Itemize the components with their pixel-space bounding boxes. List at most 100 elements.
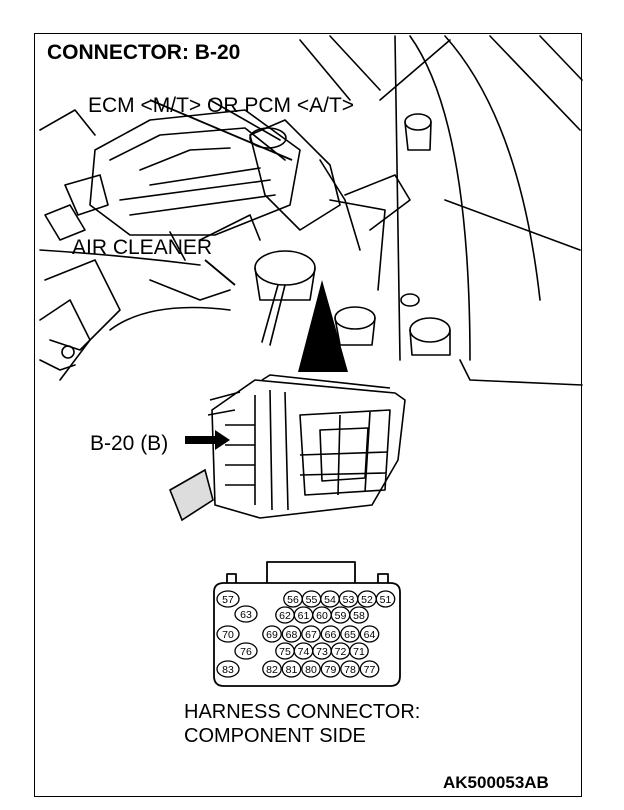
air-cleaner-leader-line: [204, 259, 236, 286]
pin-71: 71: [349, 642, 369, 660]
pin-circle: [281, 625, 302, 643]
pin-circle: [216, 625, 240, 643]
pin-circle: [359, 660, 380, 678]
pin-circle: [262, 660, 282, 678]
pin-number: 79: [325, 664, 337, 676]
pin-number: 71: [353, 646, 365, 658]
intake-pipe-drawing: [249, 119, 411, 291]
pin-68: 68: [281, 625, 302, 643]
pin-number: 61: [298, 610, 310, 622]
pin-number: 80: [305, 664, 317, 676]
pin-75: 75: [275, 642, 295, 660]
pin-number: 62: [279, 610, 291, 622]
pin-number: 59: [335, 610, 347, 622]
pin-circle: [301, 660, 321, 678]
reservoir-drawing: [254, 113, 451, 356]
pin-55: 55: [301, 590, 322, 608]
pin-circle: [234, 642, 258, 660]
connector-ref-label: B-20 (B): [90, 432, 169, 455]
pin-circle: [375, 590, 396, 608]
pin-number: 76: [240, 646, 252, 658]
component-side-label: COMPONENT SIDE: [184, 725, 366, 747]
pin-59: 59: [330, 606, 351, 624]
ecm-leader-line: [149, 99, 293, 161]
pin-70: 70: [216, 625, 240, 643]
pin-78: 78: [340, 660, 360, 678]
pin-number: 74: [298, 646, 310, 658]
pin-circle: [359, 625, 380, 643]
pin-circle: [234, 605, 258, 623]
pin-80: 80: [301, 660, 321, 678]
pin-81: 81: [281, 660, 302, 678]
pin-circle: [320, 625, 341, 643]
pin-circle: [349, 642, 369, 660]
harness-connector-outline: [213, 561, 401, 687]
pin-number: 57: [222, 594, 234, 606]
pin-number: 63: [240, 609, 252, 621]
pin-number: 65: [344, 629, 356, 641]
pin-65: 65: [340, 625, 360, 643]
pin-circle: [320, 660, 341, 678]
air-cleaner-label: AIR CLEANER: [72, 236, 213, 259]
pin-83: 83: [216, 660, 240, 678]
b20-arrow: [185, 430, 230, 450]
pin-77: 77: [359, 660, 380, 678]
pin-58: 58: [349, 606, 369, 624]
pin-number: 52: [361, 594, 373, 606]
pin-69: 69: [262, 625, 282, 643]
pin-63: 63: [234, 605, 258, 623]
pointer-arrow-wedge: [298, 280, 348, 372]
ecm-label: ECM <M/T> OR PCM <A/T>: [88, 94, 355, 117]
pin-79: 79: [320, 660, 341, 678]
pin-62: 62: [275, 606, 295, 624]
pin-number: 60: [316, 610, 328, 622]
pin-number: 81: [286, 664, 298, 676]
pin-61: 61: [293, 606, 314, 624]
pin-52: 52: [357, 590, 377, 608]
pin-82: 82: [262, 660, 282, 678]
pin-number: 68: [286, 629, 298, 641]
harness-connector-label: HARNESS CONNECTOR:: [184, 701, 421, 723]
pin-number: 51: [380, 594, 392, 606]
pin-circle: [216, 660, 240, 678]
pin-circle: [340, 660, 360, 678]
pin-51: 51: [375, 590, 396, 608]
pin-circle: [301, 625, 321, 643]
pin-64: 64: [359, 625, 380, 643]
pin-number: 82: [266, 664, 278, 676]
pin-74: 74: [293, 642, 314, 660]
pin-76: 76: [234, 642, 258, 660]
pin-54: 54: [320, 590, 340, 608]
pin-number: 69: [266, 629, 278, 641]
pin-circle: [349, 606, 369, 624]
pin-number: 70: [222, 629, 234, 641]
pin-73: 73: [312, 642, 332, 660]
left-components-drawing: [39, 109, 231, 381]
pin-circle: [340, 625, 360, 643]
pin-number: 64: [364, 629, 376, 641]
pin-57: 57: [216, 590, 240, 608]
pin-circle: [281, 660, 302, 678]
pin-72: 72: [330, 642, 351, 660]
pin-number: 67: [305, 629, 317, 641]
pin-number: 56: [287, 594, 299, 606]
pin-number: 54: [324, 594, 336, 606]
pin-number: 83: [222, 664, 234, 676]
pin-number: 75: [279, 646, 291, 658]
fender-drawing: [209, 35, 583, 386]
harness-bundle-drawing: [168, 468, 214, 522]
engine-cover-drawing: [89, 109, 301, 261]
pin-67: 67: [301, 625, 321, 643]
pin-number: 72: [335, 646, 347, 658]
pin-number: 55: [306, 594, 318, 606]
figure-code: AK500053AB: [443, 773, 549, 792]
pin-number: 73: [316, 646, 328, 658]
pin-number: 58: [353, 610, 365, 622]
pin-number: 78: [344, 664, 356, 676]
pin-56: 56: [283, 590, 303, 608]
pin-number: 53: [343, 594, 355, 606]
pin-circle: [216, 590, 240, 608]
pin-53: 53: [338, 590, 359, 608]
